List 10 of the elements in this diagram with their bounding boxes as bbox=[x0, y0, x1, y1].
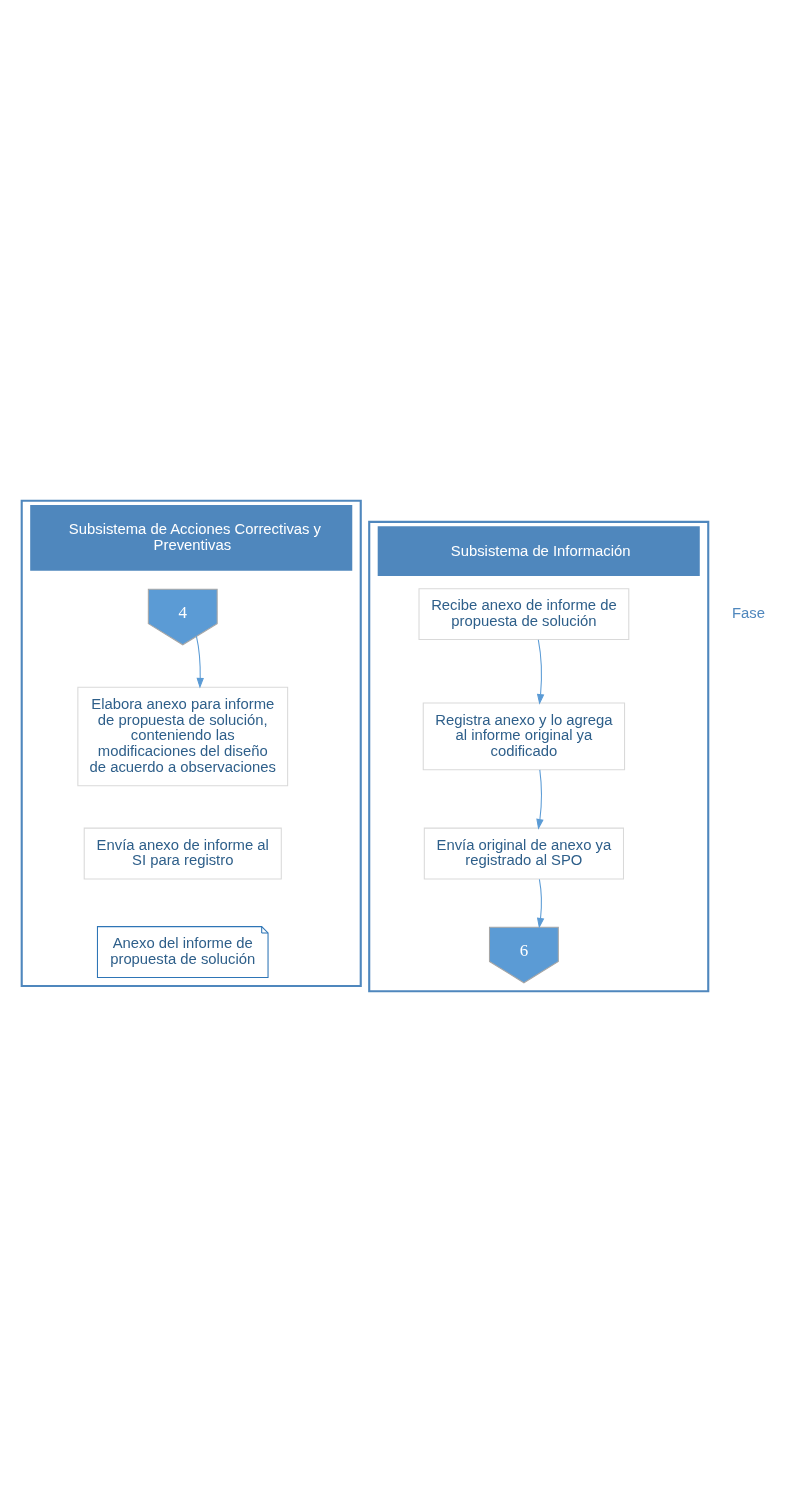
node-box: Recibe anexo de informe de propuesta de solución bbox=[418, 587, 629, 640]
label: Fase bbox=[731, 604, 765, 621]
node-box: Envía original de anexo ya registrado al SPO bbox=[423, 827, 624, 879]
arrow bbox=[536, 878, 544, 928]
node-box: Elabora anexo para informe de propuesta de solución, conteniendo las modificaciones del diseño de acuerdo a observaciones bbox=[76, 686, 288, 786]
arrow bbox=[535, 768, 544, 830]
arrow bbox=[195, 635, 204, 689]
arrow bbox=[536, 638, 544, 705]
node-box: Registra anexo y lo agrega al informe original ya codificado bbox=[422, 702, 625, 770]
node-box: Envía anexo de informe al SI para registro bbox=[83, 827, 282, 879]
